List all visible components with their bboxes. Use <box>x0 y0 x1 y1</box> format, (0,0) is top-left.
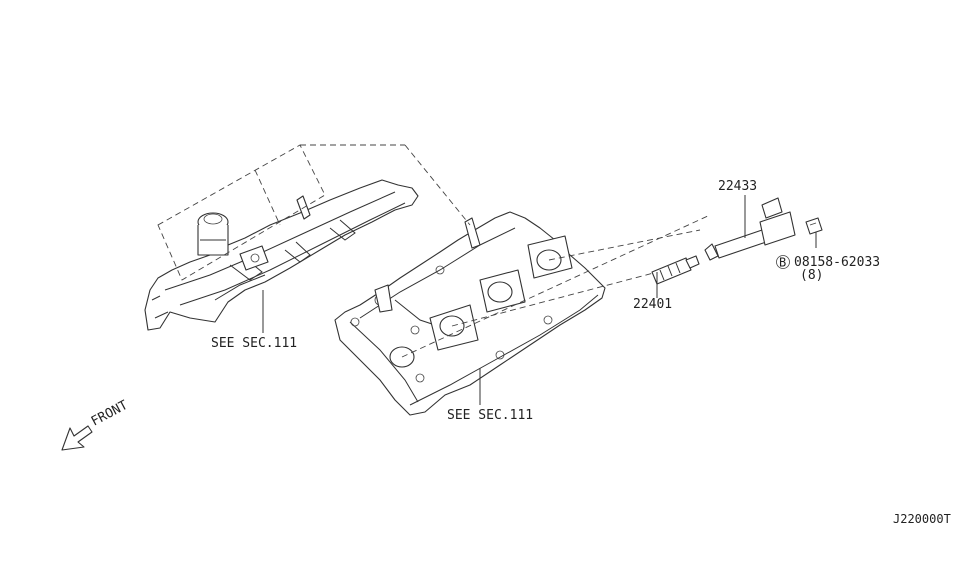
right-valve-cover <box>334 144 711 416</box>
plug-part-label: 22401 <box>633 297 672 312</box>
spark-plug <box>651 255 700 298</box>
bolt-part-label: 08158-62033 <box>794 255 880 270</box>
diagram-code-label: J220000T <box>893 512 951 526</box>
left-cover-ref-label: SEE SEC.111 <box>211 336 297 351</box>
bolt-qty-label: (8) <box>800 268 823 283</box>
coil-part-label: 22433 <box>718 179 757 194</box>
bolt: B <box>776 217 823 270</box>
front-arrow: FRONT <box>61 398 131 451</box>
right-cover-ref-label: SEE SEC.111 <box>447 408 533 423</box>
bolt-marker-label: B <box>779 256 786 270</box>
ignition-coil <box>704 195 796 261</box>
left-valve-cover <box>144 144 419 333</box>
front-label: FRONT <box>89 398 131 430</box>
